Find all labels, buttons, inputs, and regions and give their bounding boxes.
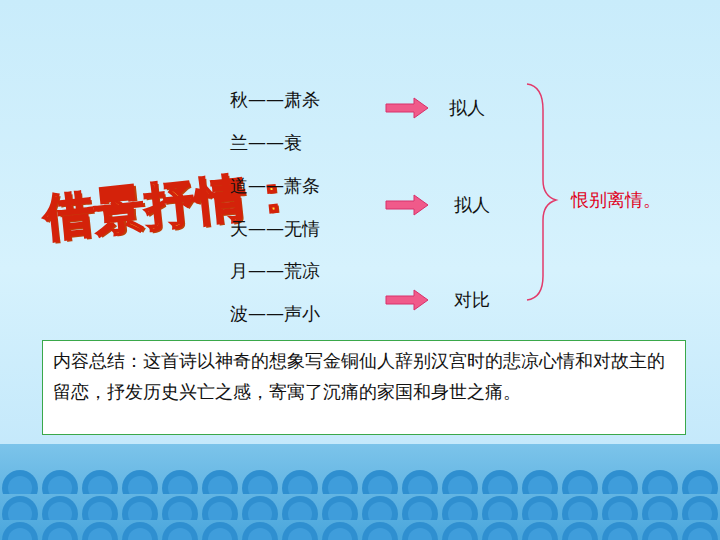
summary-text: 内容总结：这首诗以神奇的想象写金铜仙人辞别汉宫时的悲凉心情和对故主的留恋，抒发历… <box>53 345 675 407</box>
image-pair: 天——无情 <box>230 217 320 241</box>
technique-label: 拟人 <box>454 193 490 217</box>
pink-arrows <box>386 98 428 310</box>
bottom-band <box>0 444 720 540</box>
summary-box: 内容总结：这首诗以神奇的想象写金铜仙人辞别汉宫时的悲凉心情和对故主的留恋，抒发历… <box>42 340 686 435</box>
image-pair: 波——声小 <box>230 302 320 326</box>
wave-scallops <box>0 470 720 540</box>
image-pair: 兰——衰 <box>230 131 302 155</box>
image-pair: 月——荒凉 <box>230 259 320 283</box>
curly-brace <box>527 84 556 300</box>
image-pair: 秋——肃杀 <box>230 88 320 112</box>
technique-label: 拟人 <box>449 96 485 120</box>
theme-label: 恨别离情。 <box>571 188 661 212</box>
image-pair: 道——萧条 <box>230 174 320 198</box>
technique-label: 对比 <box>454 288 490 312</box>
